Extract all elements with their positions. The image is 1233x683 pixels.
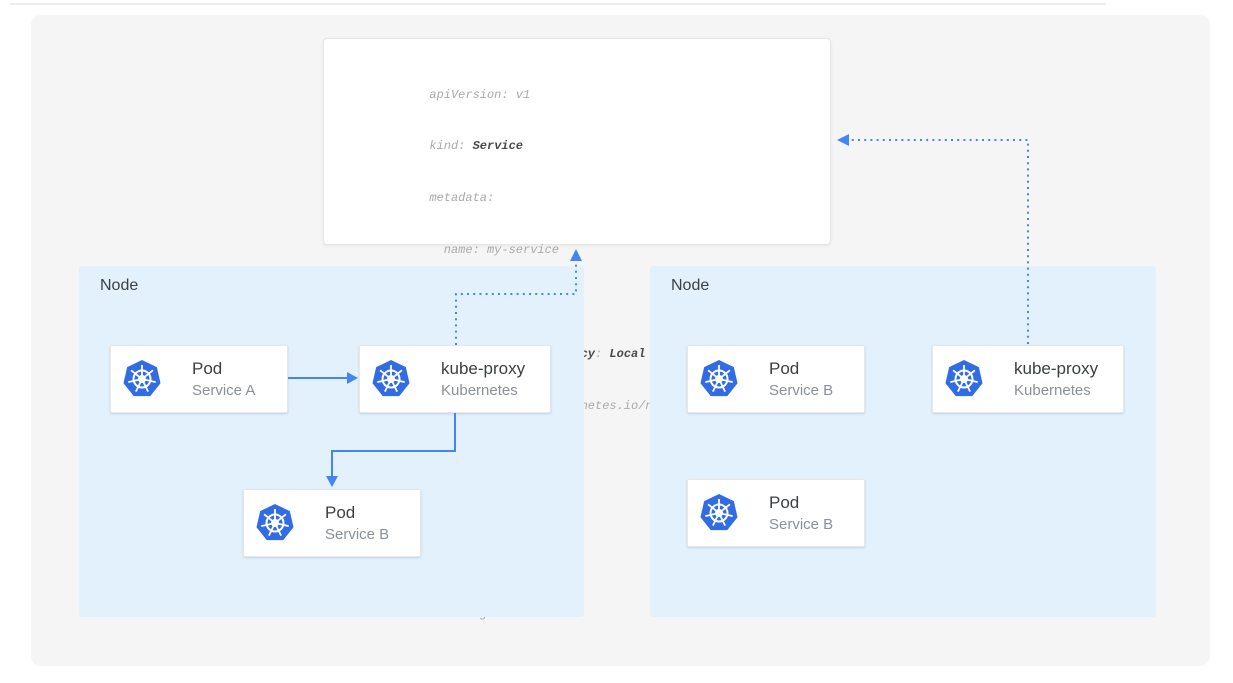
card-title: kube-proxy xyxy=(1014,359,1099,378)
node-label: Node xyxy=(671,277,710,294)
card-pod-service-b-right-2: Pod Service B xyxy=(687,479,865,547)
kubernetes-icon xyxy=(372,360,410,397)
node-box-left: Node Pod Service A xyxy=(79,266,584,617)
card-subtitle: Service B xyxy=(769,516,834,533)
card-subtitle: Service A xyxy=(192,382,256,399)
top-divider-rule xyxy=(10,3,1106,5)
card-pod-service-a: Pod Service A xyxy=(110,345,288,413)
card-pod-service-b-left: Pod Service B xyxy=(243,489,421,557)
kubernetes-icon xyxy=(700,360,738,397)
kubernetes-icon xyxy=(123,360,161,397)
node-box-right: Node Pod Service B xyxy=(650,266,1156,617)
manifest-line: kind: Service xyxy=(429,139,524,154)
manifest-line: name: my-service xyxy=(429,243,559,258)
card-title: Pod xyxy=(325,503,356,522)
card-title: kube-proxy xyxy=(441,359,526,378)
card-subtitle: Kubernetes xyxy=(1014,382,1091,399)
manifest-line: metadata: xyxy=(429,191,495,206)
card-subtitle: Kubernetes xyxy=(441,382,518,399)
manifest-line: apiVersion: v1 xyxy=(429,87,531,102)
card-title: Pod xyxy=(192,359,223,378)
card-kube-proxy-left: kube-proxy Kubernetes xyxy=(359,345,551,413)
card-pod-service-b-right-1: Pod Service B xyxy=(687,345,865,413)
card-title: Pod xyxy=(769,493,800,512)
card-title: Pod xyxy=(769,359,800,378)
card-kube-proxy-right: kube-proxy Kubernetes xyxy=(932,345,1124,413)
kubernetes-icon xyxy=(256,504,294,541)
kubernetes-icon xyxy=(945,360,983,397)
node-label: Node xyxy=(100,277,139,294)
kubernetes-icon xyxy=(700,494,738,531)
card-subtitle: Service B xyxy=(325,526,390,543)
card-subtitle: Service B xyxy=(769,382,834,399)
service-manifest-card: apiVersion: v1 kind: Service metadata: n… xyxy=(323,38,831,621)
service-manifest-yaml: apiVersion: v1 kind: Service metadata: n… xyxy=(429,52,724,621)
